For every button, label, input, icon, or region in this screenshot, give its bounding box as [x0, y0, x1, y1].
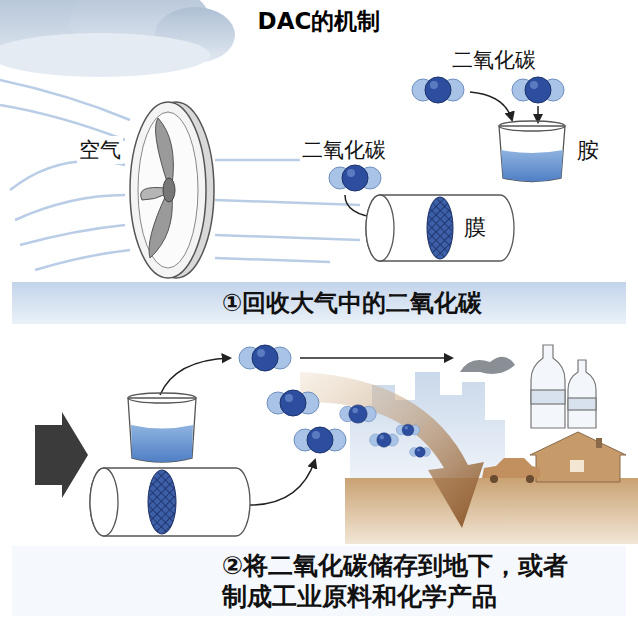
molecule-label: 二氧化碳 — [300, 136, 388, 164]
ground — [345, 478, 638, 544]
flow-arrow — [470, 92, 512, 120]
co2-molecule — [370, 433, 399, 447]
part-label: 胺 — [577, 137, 599, 165]
beaker — [128, 393, 196, 462]
cylinder-outline — [364, 193, 516, 263]
co2-molecule — [412, 77, 464, 103]
step-caption: ②将二氧化碳储存到地下，或者制成工业原料和化学产品 — [222, 550, 584, 613]
co2-molecule — [396, 424, 419, 436]
flow-arrow — [250, 460, 315, 505]
co2-molecule — [239, 345, 291, 371]
part-label: 膜 — [464, 214, 486, 242]
cloud — [0, 0, 235, 77]
co2-molecule — [294, 427, 346, 453]
fan — [130, 102, 214, 278]
membrane-cylinder — [90, 468, 250, 536]
flow-arrow — [300, 357, 452, 359]
air-label: 空气 — [77, 136, 123, 164]
car — [482, 458, 540, 483]
band-ground — [12, 282, 626, 324]
co2-molecule — [512, 77, 564, 103]
co2-molecule — [340, 405, 376, 423]
co2-molecule — [410, 447, 431, 457]
flow-arrow — [160, 358, 230, 395]
bottles — [531, 345, 596, 428]
band-ground — [12, 546, 626, 616]
house — [530, 432, 626, 482]
co2-molecule — [267, 390, 319, 416]
co2-molecule — [329, 165, 381, 191]
molecule-label: 二氧化碳 — [450, 46, 538, 74]
flow-arrow — [537, 106, 539, 122]
title: DAC的机制 — [0, 6, 638, 37]
step-band: ①回收大气中的二氧化碳 — [222, 284, 622, 322]
smoke — [460, 357, 515, 374]
membrane-cylinder: 膜 — [364, 193, 516, 263]
step-band: ②将二氧化碳储存到地下，或者制成工业原料和化学产品 — [222, 548, 584, 615]
step-caption: ①回收大气中的二氧化碳 — [222, 288, 622, 318]
step-arrow — [35, 412, 88, 498]
amine-beaker: 胺 — [495, 118, 613, 184]
